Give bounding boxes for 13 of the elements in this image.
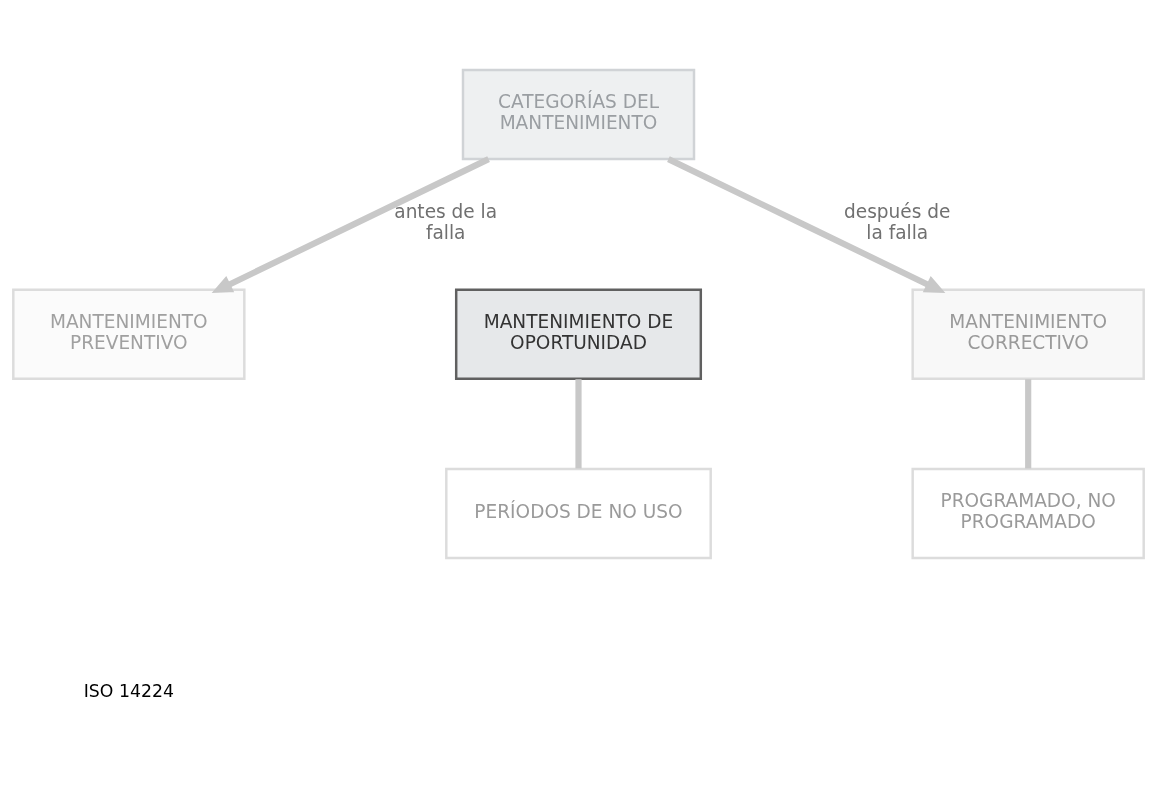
edge-label: antes de la falla (394, 201, 498, 244)
node-box: MANTENIMIENTO DE OPORTUNIDAD (454, 288, 703, 381)
connector (575, 379, 582, 469)
arrow (667, 156, 946, 294)
node-box: MANTENIMIENTO PREVENTIVO (12, 288, 246, 381)
connector (1025, 379, 1032, 469)
edge-label: después de la falla (844, 201, 951, 244)
arrow (211, 156, 490, 294)
node-box: MANTENIMIENTO CORRECTIVO (911, 288, 1145, 381)
label: ISO 14224 (83, 681, 174, 702)
node-box: PERÍODOS DE NO USO (445, 467, 712, 560)
node-box: PROGRAMADO, NO PROGRAMADO (911, 467, 1145, 560)
node-box: CATEGORÍAS DEL MANTENIMIENTO (461, 68, 696, 161)
